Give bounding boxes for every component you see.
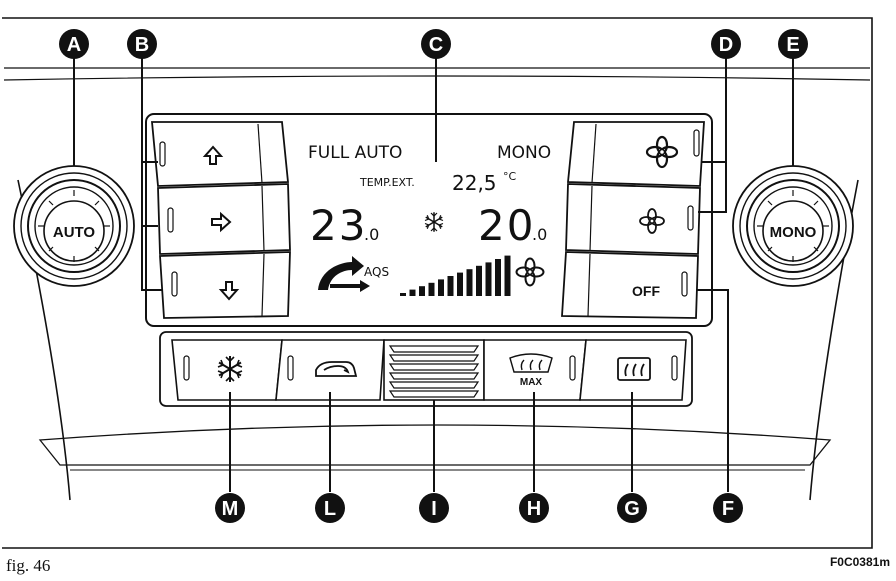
windscreen-defrost-icon bbox=[509, 353, 553, 373]
callout-d: D bbox=[711, 29, 741, 59]
fan-speed-bar bbox=[409, 289, 416, 296]
callout-e: E bbox=[778, 29, 808, 59]
callout-f: F bbox=[713, 493, 743, 523]
mono-knob[interactable] bbox=[732, 165, 854, 287]
callout-a: A bbox=[59, 29, 89, 59]
callout-h: H bbox=[519, 493, 549, 523]
svg-text:E: E bbox=[786, 34, 799, 56]
vent-slat bbox=[388, 363, 480, 371]
svg-text:M: M bbox=[222, 498, 239, 520]
right-fan-down-button[interactable] bbox=[565, 183, 701, 255]
mono-indicator: MONO bbox=[497, 143, 551, 163]
callout-leaders bbox=[73, 58, 794, 492]
svg-text:B: B bbox=[135, 34, 149, 56]
off-button[interactable] bbox=[561, 251, 699, 319]
right-fan-up-button[interactable] bbox=[567, 121, 705, 187]
callout-c: C bbox=[421, 29, 451, 59]
callout-m: M bbox=[215, 493, 245, 523]
vent-slat bbox=[388, 354, 480, 362]
auto-knob-label: AUTO bbox=[53, 224, 96, 241]
fan-speed-bar bbox=[495, 259, 501, 296]
panel-housing bbox=[2, 17, 873, 549]
max-defrost-label: MAX bbox=[520, 377, 543, 388]
callout-l: L bbox=[315, 493, 345, 523]
fan-speed-bar bbox=[400, 293, 406, 296]
svg-text:C: C bbox=[429, 34, 443, 56]
temp-right-decimal: .0 bbox=[532, 225, 547, 244]
fan-speed-bar bbox=[438, 279, 444, 296]
fan-speed-bar bbox=[485, 262, 492, 296]
fan-speed-bar bbox=[466, 269, 473, 296]
fan-speed-bar bbox=[419, 286, 425, 296]
svg-text:D: D bbox=[719, 34, 733, 56]
aqs-recirculation-icon bbox=[318, 256, 370, 292]
air-vent-grille bbox=[383, 339, 485, 401]
fan-speed-bar bbox=[457, 272, 463, 296]
figure-code: F0C0381m bbox=[829, 555, 890, 569]
fan-speed-bar bbox=[428, 282, 435, 296]
max-defrost-button[interactable] bbox=[483, 339, 587, 401]
arrow-up-icon bbox=[202, 145, 224, 165]
callout-g: G bbox=[617, 493, 647, 523]
temp-ext-label: TEMP.EXT. bbox=[359, 176, 415, 189]
temp-left-value: 23 bbox=[310, 201, 367, 250]
callout-i: I bbox=[419, 493, 449, 523]
vent-slat bbox=[388, 345, 480, 353]
mono-knob-label: MONO bbox=[770, 224, 817, 241]
svg-text:A: A bbox=[67, 34, 81, 56]
fan-speed-bars bbox=[400, 255, 511, 296]
svg-text:L: L bbox=[324, 498, 336, 520]
left-right-button[interactable] bbox=[157, 183, 291, 255]
fan-speed-bar bbox=[476, 265, 482, 296]
svg-text:G: G bbox=[624, 498, 640, 520]
rear-window-defrost-icon bbox=[617, 357, 651, 381]
recirculation-icon bbox=[315, 361, 358, 377]
callout-b: B bbox=[127, 29, 157, 59]
full-auto-indicator: FULL AUTO bbox=[308, 143, 402, 163]
off-button-label: OFF bbox=[632, 283, 660, 299]
aqs-label: AQS bbox=[364, 265, 389, 279]
auto-knob[interactable] bbox=[13, 165, 135, 287]
temp-left-decimal: .0 bbox=[364, 225, 379, 244]
arrow-down-icon bbox=[218, 281, 240, 301]
svg-text:H: H bbox=[527, 498, 541, 520]
temp-right-value: 20 bbox=[478, 201, 535, 250]
fan-speed-bar bbox=[504, 255, 511, 296]
arrow-right-icon bbox=[211, 211, 232, 233]
recirculation-button[interactable] bbox=[275, 339, 385, 401]
fan-speed-bar bbox=[447, 276, 454, 296]
figure-caption: fig. 46 bbox=[6, 556, 51, 575]
vent-slat bbox=[388, 390, 480, 398]
vent-slat bbox=[388, 381, 480, 389]
svg-text:I: I bbox=[431, 498, 437, 520]
vent-slat bbox=[388, 372, 480, 380]
svg-text:F: F bbox=[722, 498, 734, 520]
temp-ext-value: 22,5 bbox=[452, 171, 497, 195]
temp-ext-unit: °C bbox=[503, 170, 517, 183]
